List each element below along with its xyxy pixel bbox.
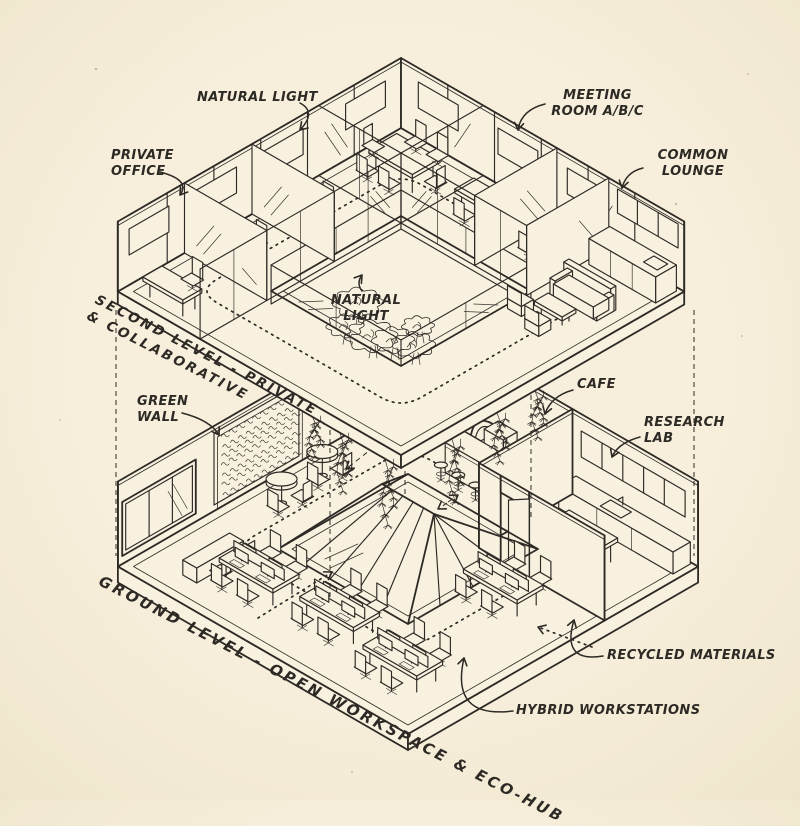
label-cafe: CAFE xyxy=(577,377,616,393)
label-text: RECYCLED MATERIALS xyxy=(607,648,776,663)
label-text: RESEARCH xyxy=(644,415,725,430)
label-text: LAB xyxy=(644,430,674,446)
label-text: WALL xyxy=(137,409,180,425)
paper-specks xyxy=(59,67,749,773)
label-text: GREEN xyxy=(137,394,189,409)
label-hybrid-workstations: HYBRID WORKSTATIONS xyxy=(516,703,700,719)
label-text: OFFICE xyxy=(111,163,166,179)
label-recycled-materials: RECYCLED MATERIALS xyxy=(607,648,776,664)
label-text: MEETING xyxy=(563,88,632,103)
label-text: NATURAL LIGHT xyxy=(197,90,318,105)
label-text: LOUNGE xyxy=(661,163,725,179)
office-isometric-illustration xyxy=(59,57,749,773)
label-text: LIGHT xyxy=(343,308,389,324)
label-natural-light-top: NATURAL LIGHT xyxy=(197,90,318,106)
label-text: PRIVATE xyxy=(111,148,174,163)
label-text: HYBRID WORKSTATIONS xyxy=(516,703,701,718)
second-level-drawing xyxy=(116,57,686,598)
label-text: NATURAL xyxy=(330,293,402,308)
label-text: ROOM A/B/C xyxy=(551,103,644,119)
label-text: COMMON xyxy=(657,148,729,163)
annotation-arrows xyxy=(159,102,644,713)
label-text: CAFE xyxy=(577,377,616,392)
